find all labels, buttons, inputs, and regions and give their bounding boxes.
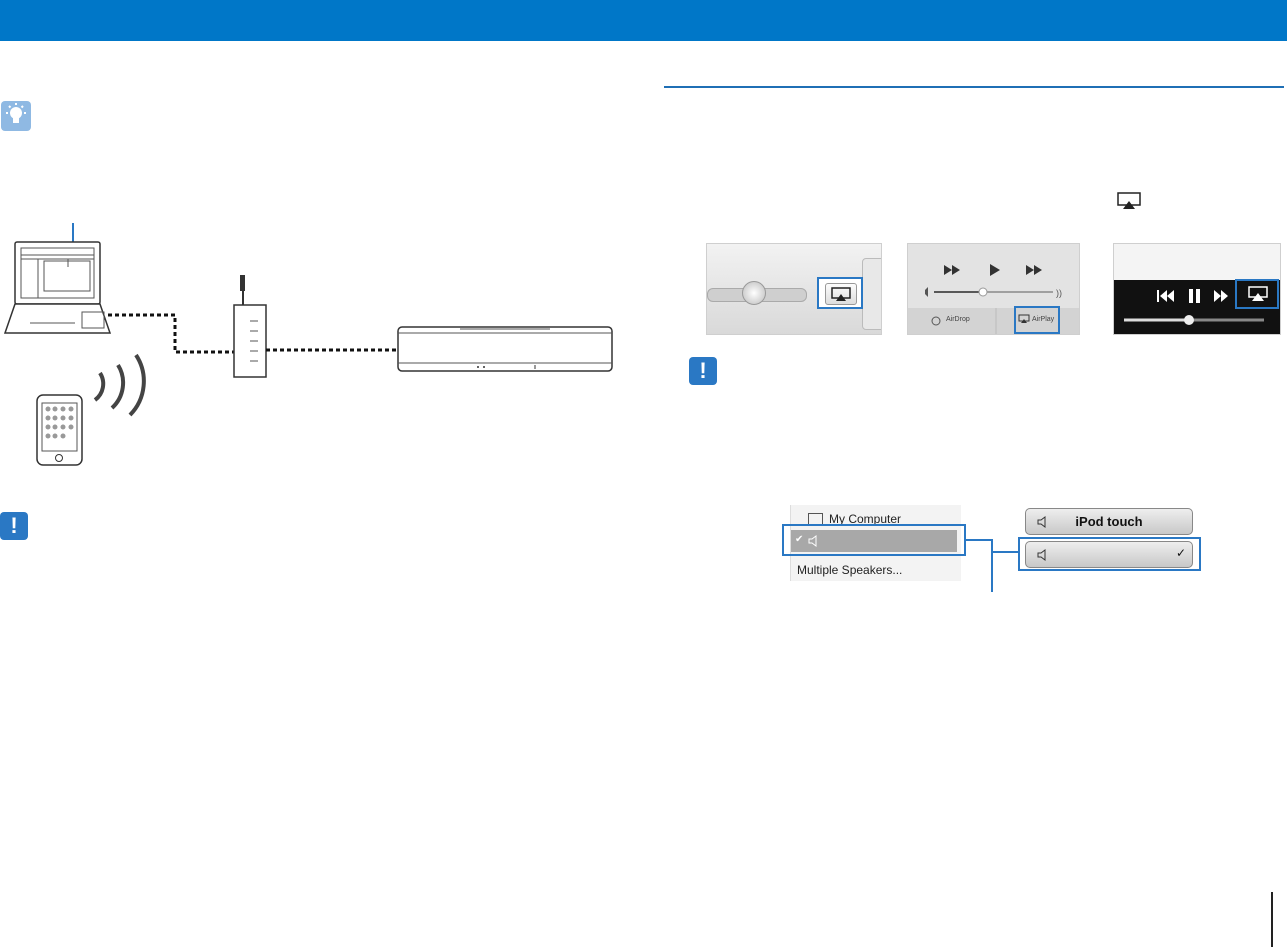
airplay-icon xyxy=(1117,192,1141,210)
router-illustration xyxy=(233,275,267,378)
airplay-button[interactable] xyxy=(817,277,863,309)
ipod-touch-option[interactable]: iPod touch xyxy=(1025,508,1193,535)
menu-item-my-computer[interactable]: My Computer xyxy=(829,512,902,526)
header-bar xyxy=(0,0,1287,41)
speaker-icon xyxy=(1037,516,1046,528)
network-diagram xyxy=(3,223,613,466)
hint-lightbulb-icon xyxy=(0,100,32,132)
menu-item-multiple-speakers[interactable]: Multiple Speakers... xyxy=(797,563,903,577)
highlight-frame xyxy=(782,524,966,556)
airdrop-label[interactable]: AirDrop xyxy=(946,316,970,323)
volume-slider-knob[interactable] xyxy=(742,281,766,305)
menu-item-selected-speaker[interactable]: ✔ xyxy=(791,530,957,552)
airplay-button[interactable] xyxy=(1014,306,1060,334)
checkmark-icon: ✓ xyxy=(1176,546,1187,560)
airplay-label[interactable]: AirPlay xyxy=(1032,316,1055,323)
callout-bracket xyxy=(966,539,1020,592)
mobile-device-illustration xyxy=(36,394,83,466)
notice-exclamation-icon: ! xyxy=(689,357,717,385)
ios-control-center-screenshot: )) AirDrop AirPlay xyxy=(907,243,1080,335)
notice-exclamation-icon: ! xyxy=(0,512,28,540)
highlight-frame xyxy=(1018,537,1201,571)
section-rule xyxy=(664,86,1284,88)
checkmark-icon: ✔ xyxy=(795,534,804,545)
speaker-icon xyxy=(808,535,817,547)
wireless-signal-icon xyxy=(93,353,146,417)
soundbar-illustration xyxy=(397,326,613,372)
svg-text:)): )) xyxy=(1056,288,1062,298)
speaker-icon xyxy=(1037,549,1046,561)
selected-speaker-option[interactable]: ✓ xyxy=(1025,541,1193,568)
itunes-speaker-menu: My Computer ✔ Multiple Speakers... xyxy=(790,505,961,581)
ios-speaker-menu: iPod touch ✓ xyxy=(1022,505,1195,571)
itunes-airplay-screenshot xyxy=(706,243,882,335)
ios-player-screenshot xyxy=(1113,243,1281,335)
computer-illustration xyxy=(3,241,112,334)
page-margin-rule xyxy=(1271,892,1273,947)
airplay-button[interactable] xyxy=(1235,279,1279,309)
